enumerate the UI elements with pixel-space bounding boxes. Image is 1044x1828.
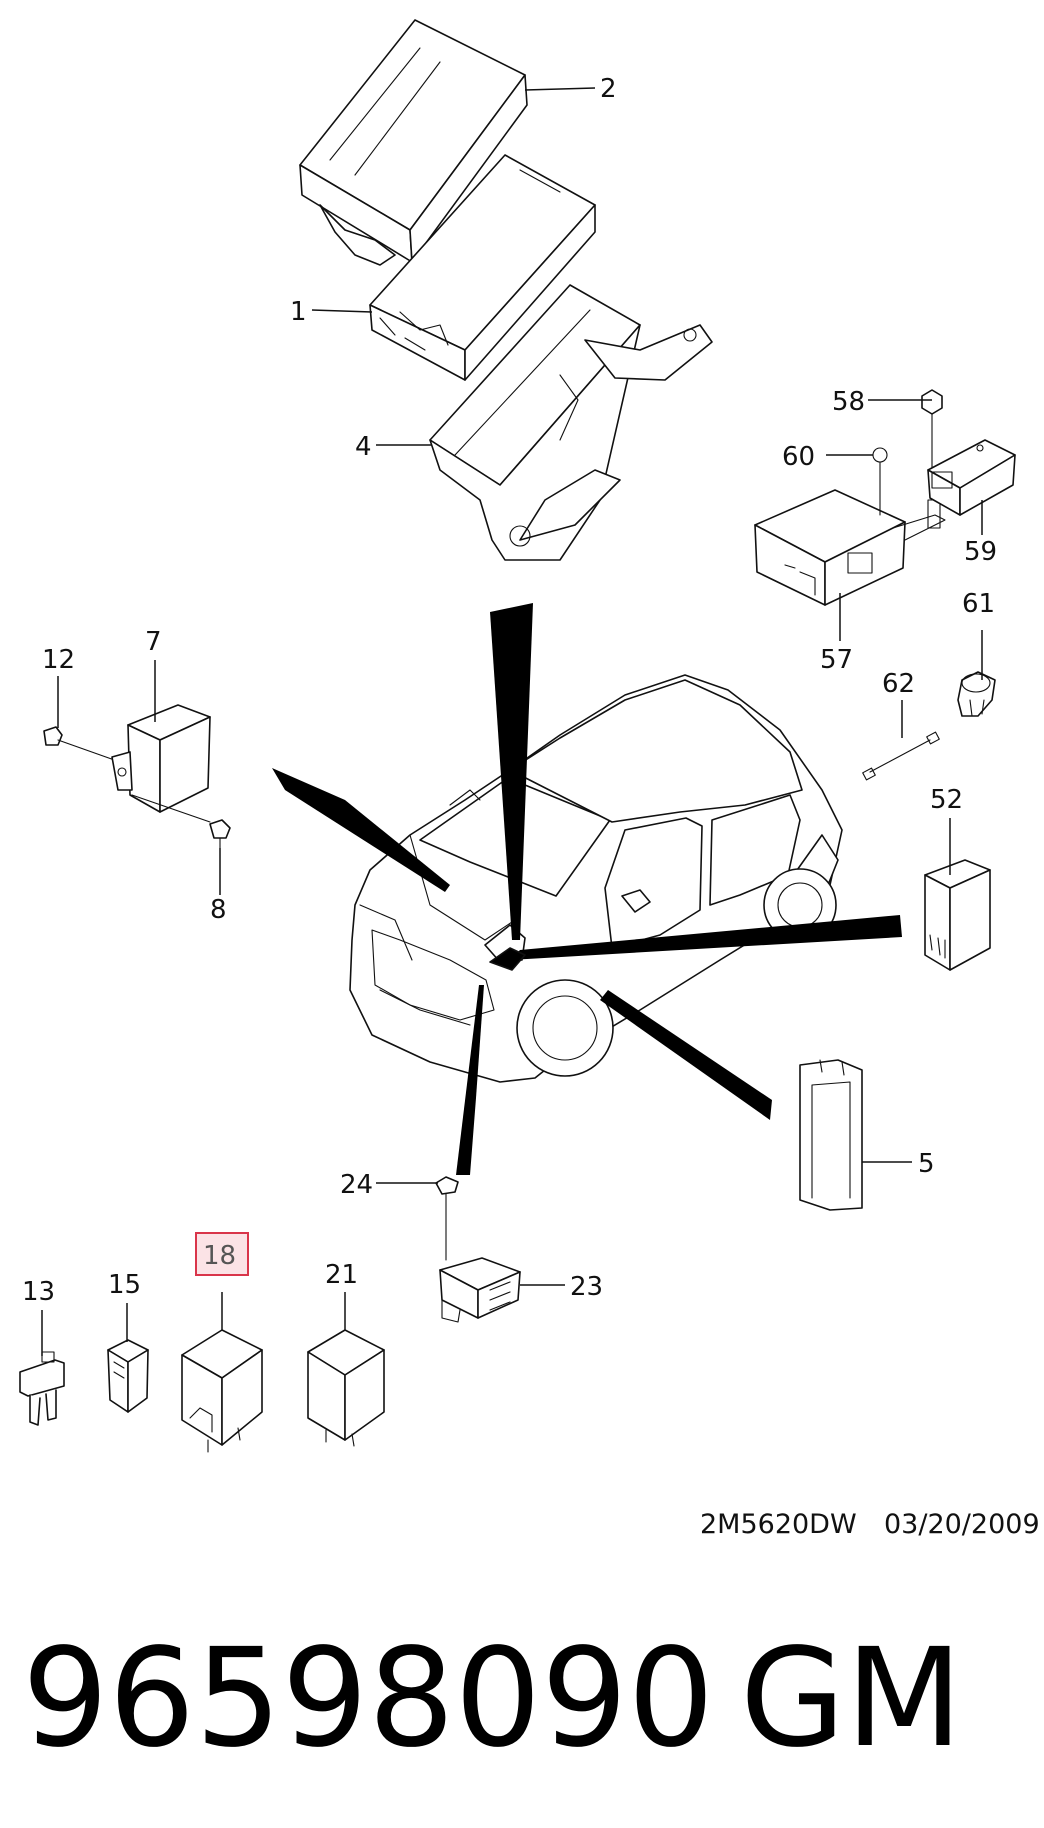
callout-13[interactable]: 13: [22, 1277, 55, 1307]
callout-23[interactable]: 23: [570, 1272, 603, 1302]
part-58-nut: [921, 389, 943, 471]
callout-62[interactable]: 62: [882, 669, 915, 699]
part-13-fuse: [19, 1351, 65, 1426]
callout-7[interactable]: 7: [145, 627, 162, 657]
pointer-wedges: [272, 603, 902, 1175]
drawing-code: 2M5620DW: [700, 1509, 857, 1540]
callout-1[interactable]: 1: [290, 297, 307, 327]
callout-18[interactable]: 18: [203, 1241, 236, 1271]
part-7-module-bracket: [111, 704, 211, 823]
callout-52[interactable]: 52: [930, 785, 963, 815]
callout-5[interactable]: 5: [918, 1149, 935, 1179]
callout-58[interactable]: 58: [832, 387, 865, 417]
callout-4[interactable]: 4: [355, 432, 372, 462]
part-1-fuse-block: [369, 154, 596, 381]
drawing-date: 03/20/2009: [884, 1509, 1040, 1540]
callout-21[interactable]: 21: [325, 1260, 358, 1290]
part-21-relay: [307, 1329, 385, 1447]
part-57-control-module: [754, 489, 946, 606]
callout-24[interactable]: 24: [340, 1170, 373, 1200]
part-23-relay: [439, 1257, 521, 1323]
part-number: 96598090: [22, 1620, 714, 1778]
callout-15[interactable]: 15: [108, 1270, 141, 1300]
callout-labels: 2 1 4 58 60 59 57 61 62 52 12 7 8 5 24 2…: [22, 74, 997, 1307]
part-4-fuse-box-housing: [429, 284, 713, 561]
callout-61[interactable]: 61: [962, 589, 995, 619]
part-5-cover-panel: [799, 1059, 863, 1211]
highlight-box-18: [195, 1232, 249, 1276]
brand-name: GM: [740, 1620, 963, 1778]
callout-59[interactable]: 59: [964, 537, 997, 567]
callout-12[interactable]: 12: [42, 645, 75, 675]
vehicle-illustration: [349, 674, 843, 1083]
callout-57[interactable]: 57: [820, 645, 853, 675]
leader-lines: [41, 87, 983, 1356]
part-62-wire: [862, 731, 940, 781]
part-2-fuse-box-cover: [299, 19, 528, 266]
callout-60[interactable]: 60: [782, 442, 815, 472]
callout-8[interactable]: 8: [210, 895, 227, 925]
part-15-fuse: [107, 1339, 149, 1413]
part-12-screw: [43, 726, 121, 763]
part-18-relay: [181, 1329, 263, 1453]
part-59-relay: [927, 439, 1016, 516]
part-60-bolt: [872, 447, 888, 516]
part-52-relay: [924, 859, 991, 971]
callout-2[interactable]: 2: [600, 74, 617, 104]
part-61-bulb-socket: [957, 671, 996, 717]
part-24-screw: [435, 1176, 459, 1261]
part-8-screw: [209, 819, 231, 849]
